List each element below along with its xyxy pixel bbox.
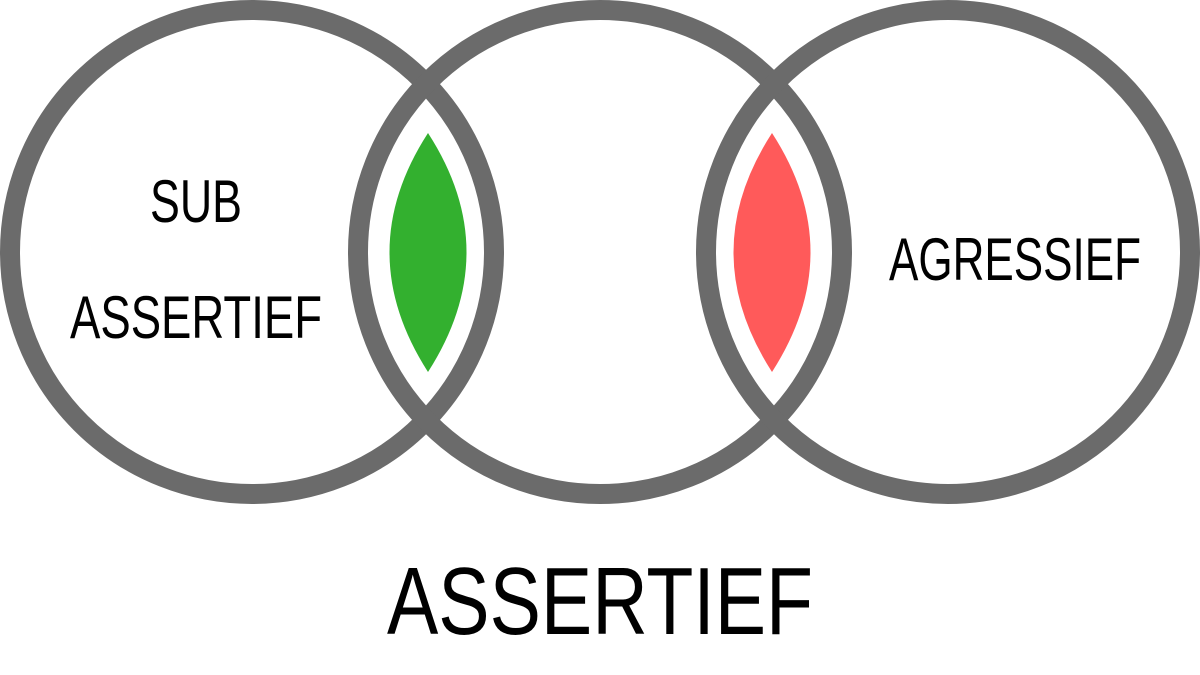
bottom-label: ASSERTIEF: [387, 548, 813, 655]
left-label-line1: SUB: [150, 168, 242, 235]
left-circle: [0, 0, 504, 504]
left-overlap-lens: [389, 133, 467, 372]
left-label-line2: ASSERTIEF: [70, 284, 322, 351]
right-circle: [696, 0, 1200, 504]
center-circle: [348, 0, 852, 504]
right-overlap-lens: [733, 133, 811, 372]
right-label: AGRESSIEF: [889, 226, 1141, 293]
